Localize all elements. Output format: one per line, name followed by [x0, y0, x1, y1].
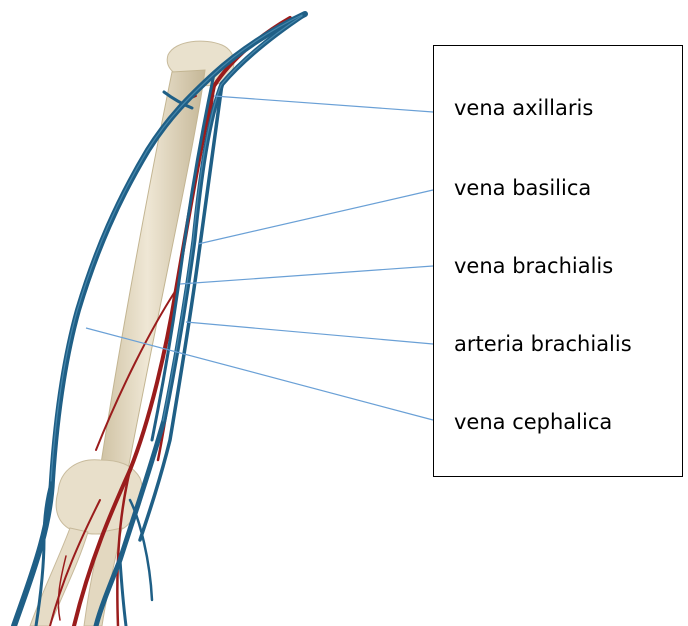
label-arteria-brachialis: arteria brachialis [454, 334, 632, 355]
vein-paths [14, 14, 305, 626]
leader-line-vena-axillaris [214, 96, 433, 112]
leader-line-arteria-brachialis [186, 322, 433, 344]
leader-line-vena-brachialis [180, 266, 433, 284]
label-box: vena axillaris vena basilica vena brachi… [433, 45, 683, 477]
label-vena-basilica: vena basilica [454, 178, 591, 199]
leader-line-vena-basilica [198, 190, 433, 244]
label-vena-brachialis: vena brachialis [454, 256, 613, 277]
label-vena-axillaris: vena axillaris [454, 98, 593, 119]
label-vena-cephalica: vena cephalica [454, 412, 612, 433]
